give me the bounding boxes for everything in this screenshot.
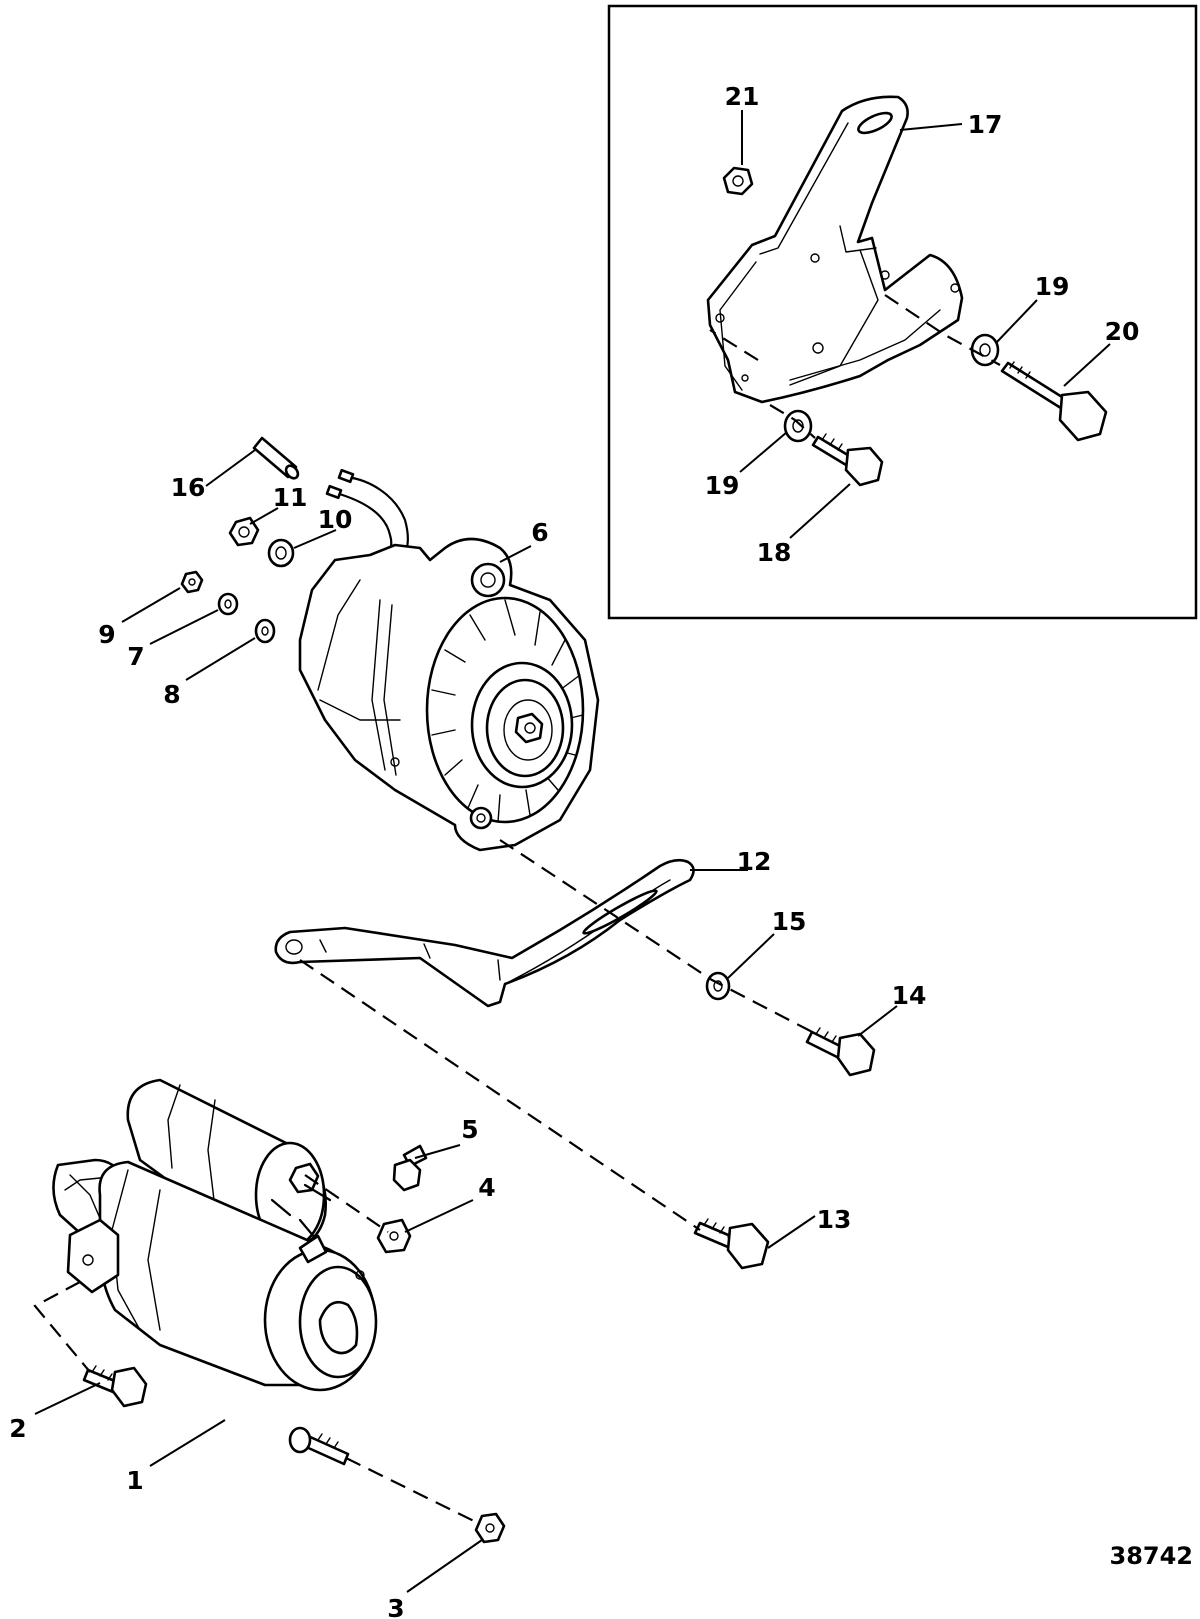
washer-7	[217, 592, 239, 616]
label-12: 12	[737, 847, 772, 876]
leader-lines	[34, 110, 1111, 1593]
label-10: 10	[318, 505, 353, 534]
label-7: 7	[127, 642, 144, 671]
nut-4	[376, 1218, 412, 1254]
mounting-bracket	[706, 95, 964, 404]
label-8: 8	[163, 680, 180, 709]
washer-8	[254, 618, 276, 644]
nut-21	[722, 166, 754, 196]
bolt-20	[1000, 361, 1108, 442]
label-3: 3	[387, 1594, 404, 1619]
starter-stud	[288, 1426, 350, 1466]
drawing-number: 38742	[1110, 1542, 1194, 1570]
starter-motor	[52, 1078, 378, 1392]
label-16: 16	[171, 473, 206, 502]
assembly-lines	[33, 294, 1001, 1525]
label-18: 18	[757, 538, 792, 567]
bolt-14	[805, 1027, 876, 1077]
nut-3	[474, 1512, 506, 1544]
label-4: 4	[478, 1173, 495, 1202]
label-20: 20	[1105, 317, 1140, 346]
label-19a: 19	[1035, 272, 1070, 301]
alternator	[298, 537, 600, 852]
callout-labels: 21 17 19 20 19 18 16 11 10 6 9 7 8 12 15…	[9, 82, 1139, 1619]
bolt-2	[82, 1365, 148, 1408]
washer-15	[705, 971, 731, 1001]
washer-19-upper	[970, 333, 1000, 367]
bolt-5	[392, 1144, 428, 1192]
label-5: 5	[461, 1115, 478, 1144]
washer-19-lower	[783, 409, 813, 443]
label-15: 15	[772, 907, 807, 936]
pin-16	[252, 436, 300, 480]
label-11: 11	[273, 483, 308, 512]
bolt-13	[693, 1218, 770, 1270]
label-21: 21	[725, 82, 760, 111]
adjusting-strap	[274, 858, 695, 1008]
label-19b: 19	[705, 471, 740, 500]
label-2: 2	[9, 1414, 26, 1443]
nut-9	[180, 570, 204, 594]
bolt-18	[811, 433, 884, 487]
label-17: 17	[968, 110, 1003, 139]
label-6: 6	[531, 518, 548, 547]
inset-frame	[607, 4, 1198, 620]
label-13: 13	[817, 1205, 852, 1234]
label-14: 14	[892, 981, 927, 1010]
washer-10	[267, 538, 295, 568]
label-1: 1	[126, 1466, 143, 1495]
nut-11	[228, 516, 260, 547]
label-9: 9	[98, 620, 115, 649]
